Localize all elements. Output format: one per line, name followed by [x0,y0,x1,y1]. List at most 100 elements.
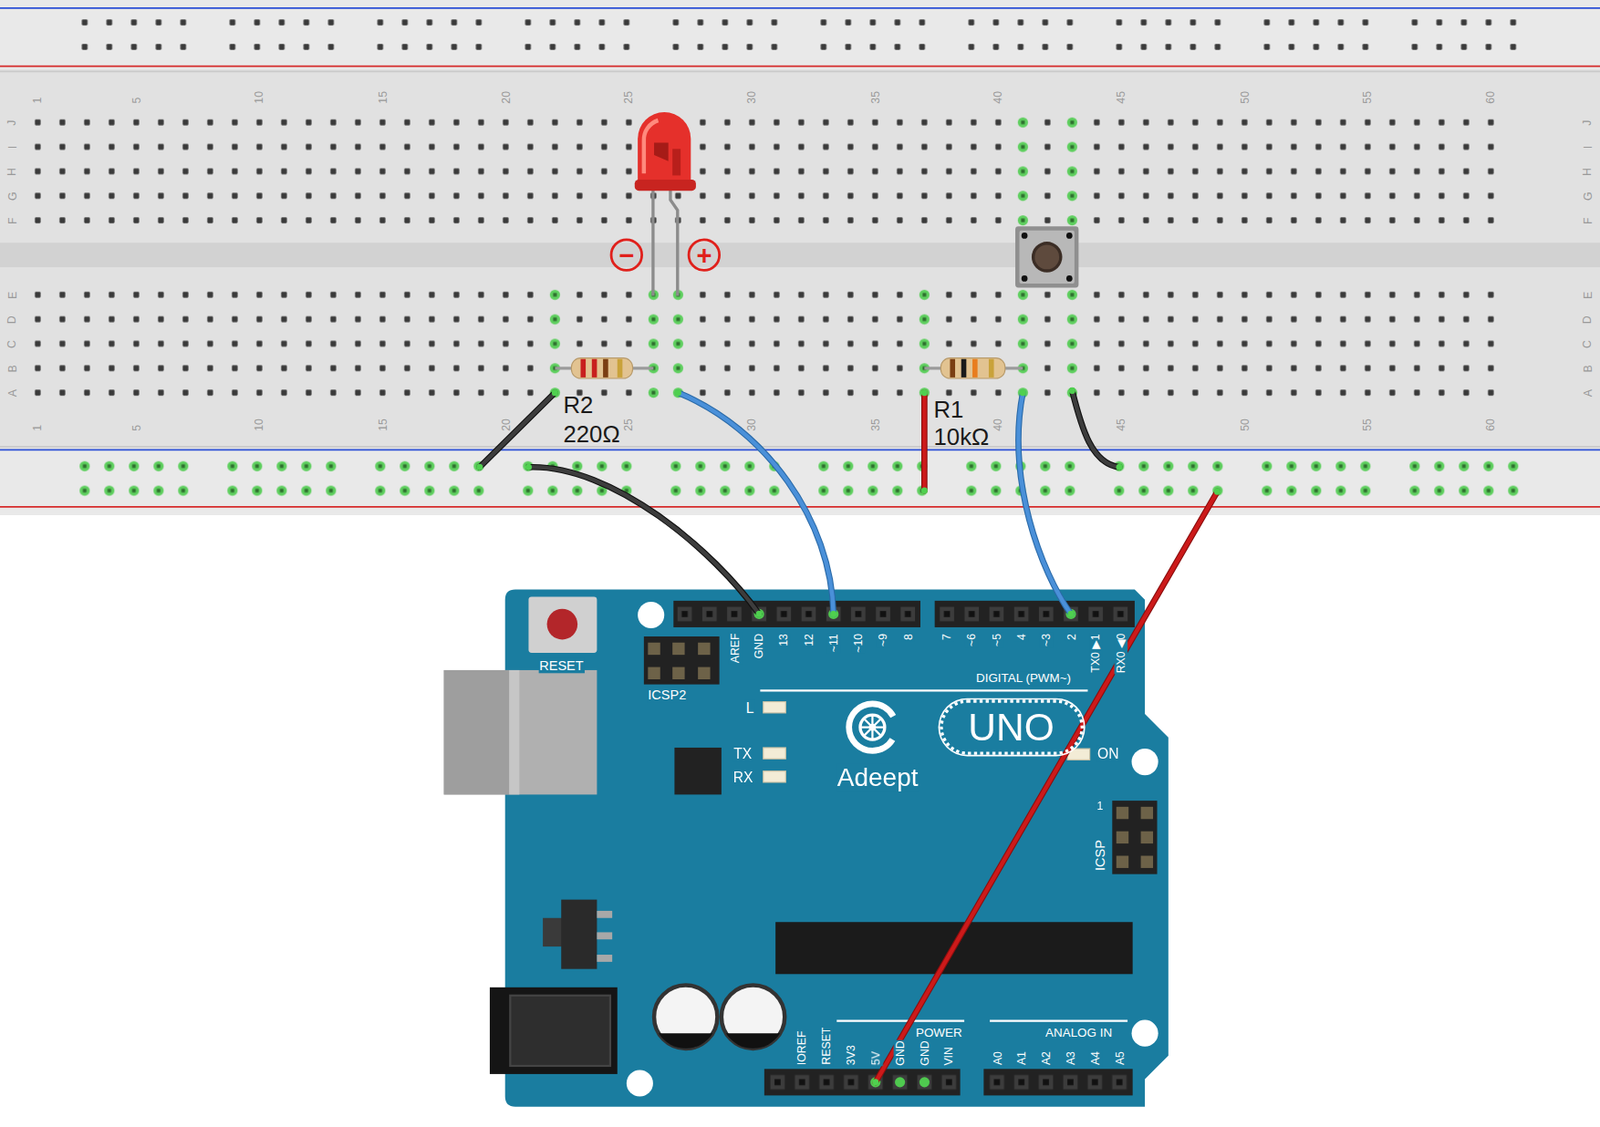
button-cap-ring [1031,241,1063,273]
regulator-leg [596,955,613,963]
color-band [988,359,995,378]
hole-column [1010,282,1036,406]
wire-outline [528,467,759,614]
board-text: DIGITAL (PWM~) [975,671,1072,686]
part-name: R2 [562,393,593,417]
power-wire [875,491,1218,1083]
pin-label: VIN [942,1045,956,1067]
pin-header [935,601,1135,628]
wire-end [872,1079,879,1086]
hole-column [641,282,666,406]
column-number: 20 [499,90,511,104]
row-letter: B [1582,364,1594,373]
wire-outline [677,393,833,615]
board-text: ANALOG IN [1044,1025,1113,1040]
capacitor-stripe [658,1033,713,1050]
color-band [580,359,586,378]
column-number: 55 [1361,90,1373,104]
column-number: 10 [253,417,265,431]
color-band [961,359,967,378]
wire-end [1019,389,1027,396]
resistor-value: 220Ω [562,423,620,447]
icsp-pin [697,643,710,655]
icsp-pin [672,643,685,655]
icsp-pin [647,667,660,680]
button-face [1019,230,1075,284]
column-number: 45 [1115,417,1127,431]
pin-label: ~9 [875,633,890,648]
pin-label: TX0 ▶1 [1089,633,1103,675]
rail-hole-grid [72,10,1550,60]
pin-label: A4 [1088,1050,1102,1067]
column-number: 5 [130,424,142,431]
brand-name: Adeept [836,763,920,791]
resistor-body [571,358,633,379]
rail-separator [0,446,1600,448]
pin-label: GND [752,632,767,660]
wire-end [1067,611,1074,618]
wire-end [921,487,928,494]
status-led [763,748,787,759]
pin-label: ~5 [989,633,1004,648]
part-name: R1 [934,397,965,422]
capacitor [654,986,717,1050]
board-text: 1 [1095,799,1104,813]
icsp-pin [1141,831,1154,844]
column-number: 50 [1238,417,1250,431]
led-rim [634,179,697,191]
pin-label: A0 [990,1050,1005,1067]
icsp-pin [1141,807,1154,820]
led-cathode-leg [651,189,655,296]
connected-column [542,282,568,406]
pin-label: 13 [777,632,791,647]
rail-holes-bottom [72,454,1550,504]
wire-outline [1071,390,1120,468]
row-letter: G [1581,191,1593,201]
wire-end [1069,387,1076,395]
row-letter: J [6,119,18,125]
connected-column [1010,110,1036,233]
column-number: 40 [992,417,1004,431]
wire-end [830,611,837,618]
column-number: 50 [1238,90,1250,104]
pin-row [984,1070,1132,1095]
wire-end [551,389,559,396]
resistor-symbol [924,358,1023,379]
column-number: 40 [992,90,1004,104]
column-number: 55 [1361,417,1373,431]
hole-column [665,282,691,406]
icsp-pin [647,643,660,655]
regulator-leg [596,932,613,940]
pin-label: A2 [1039,1050,1054,1067]
hole-column [1059,282,1085,406]
color-band [602,359,609,378]
power-jack-front [509,996,611,1067]
column-number: 30 [746,90,758,104]
icsp-pin [697,667,710,680]
row-letter: B [6,364,18,373]
pin-label: ~11 [827,633,842,654]
icsp2-header [644,636,720,686]
board-text: ICSP2 [646,686,687,703]
rail-holes-top [72,10,1550,60]
icsp-header [1111,800,1157,875]
row-letter: C [6,340,18,349]
row-letter: E [1582,290,1594,299]
wire-end [476,464,483,471]
negative-rail-line [0,448,1600,451]
row-letter: D [1581,315,1593,324]
led-symbol [634,112,697,296]
button-corner [1021,275,1029,282]
gnd-wire [479,393,556,468]
voltage-regulator-tab [542,918,563,947]
connected-pin [894,1077,905,1088]
pin-label: 8 [901,632,915,641]
led-anode-leg [670,189,678,296]
pin-label: ~10 [851,633,865,655]
row-letter: J [1581,119,1593,125]
led-label: L [745,699,756,717]
pin-label: 12 [802,632,817,647]
polarity-circle [611,239,643,271]
button-corner [1066,275,1073,282]
